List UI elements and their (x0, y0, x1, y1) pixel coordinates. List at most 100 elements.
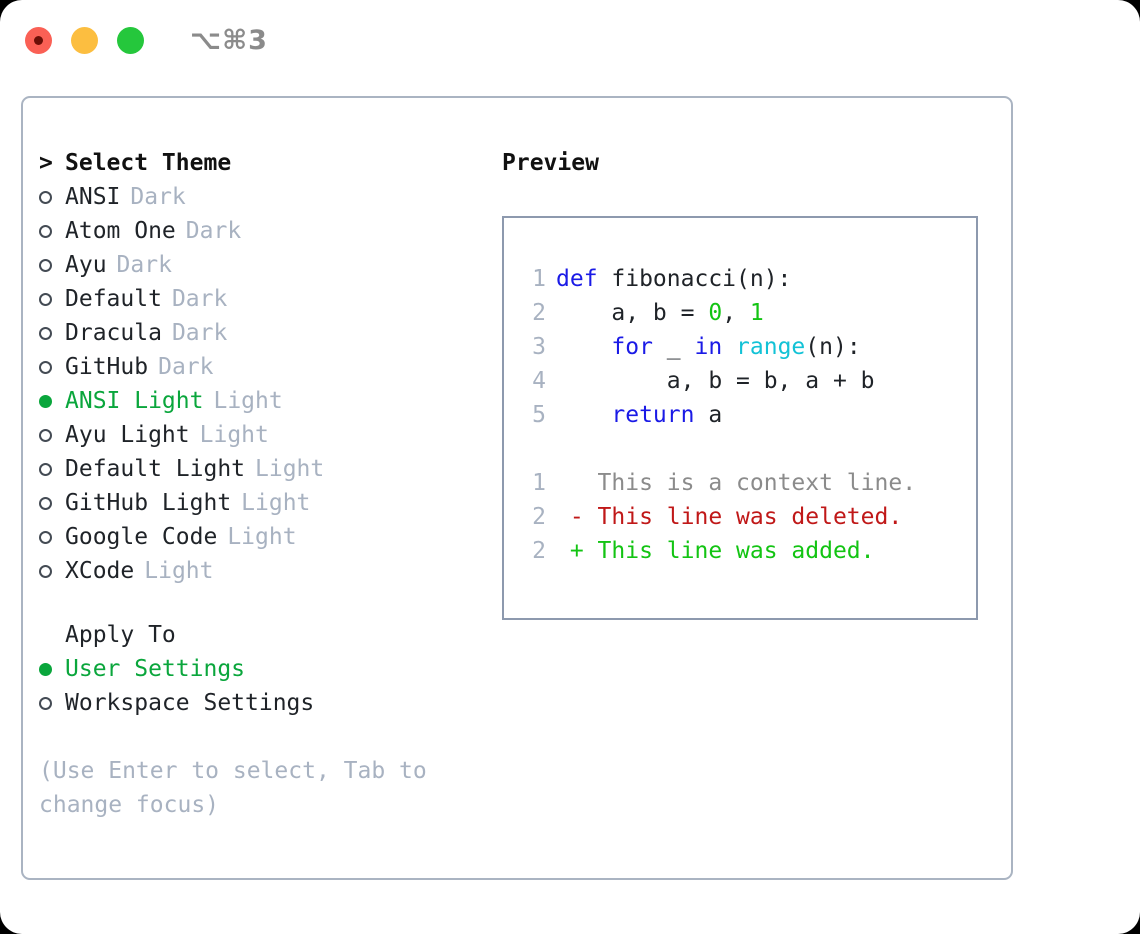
code-token: , (722, 300, 750, 326)
theme-list-item[interactable]: Atom One Dark (39, 214, 491, 248)
theme-kind-badge: Light (213, 388, 283, 414)
line-number: 3 (532, 334, 546, 360)
radio-unselected-icon (39, 292, 65, 306)
apply-to-option[interactable]: Workspace Settings (39, 686, 491, 720)
code-token: a, b = b, a + b (556, 368, 875, 394)
code-token: 0 (708, 300, 723, 326)
close-button[interactable] (25, 26, 52, 54)
radio-unselected-icon (39, 224, 65, 238)
code-token (556, 402, 611, 428)
code-line: 5 return a (518, 398, 976, 432)
radio-selected-icon (39, 662, 65, 676)
theme-list-item[interactable]: ANSI Light Light (39, 384, 491, 418)
diff-line: 2 + This line was added. (518, 534, 976, 568)
theme-name: ANSI Light (65, 388, 204, 414)
radio-unselected-icon (39, 530, 65, 544)
theme-kind-badge: Dark (116, 252, 172, 278)
apply-to-option-label: Workspace Settings (65, 690, 315, 716)
theme-list-item[interactable]: Ayu Light Light (39, 418, 491, 452)
diff-text: This line was deleted. (583, 504, 903, 530)
code-token: return (611, 402, 695, 428)
caret-icon: > (39, 150, 53, 176)
traffic-lights (25, 26, 144, 54)
spacer (518, 432, 976, 466)
theme-list-item[interactable]: XCode Light (39, 554, 491, 588)
radio-unselected-icon (39, 462, 65, 476)
code-token: range (736, 334, 806, 360)
radio-unselected-icon (39, 496, 65, 510)
apply-to-label: Apply To (65, 622, 176, 648)
diff-marker: - (556, 504, 584, 530)
theme-list-item[interactable]: Default Dark (39, 282, 491, 316)
radio-unselected-icon (39, 360, 65, 374)
select-theme-header: >Select Theme (39, 146, 491, 180)
radio-unselected-icon (39, 190, 65, 204)
diff-line: 2 - This line was deleted. (518, 500, 976, 534)
diff-text: This line was added. (583, 538, 875, 564)
minimize-button[interactable] (71, 26, 98, 54)
radio-unselected-icon (39, 428, 65, 442)
line-number: 1 (532, 470, 546, 496)
theme-kind-badge: Light (255, 456, 325, 482)
code-line: 4 a, b = b, a + b (518, 364, 976, 398)
theme-name: Atom One (65, 218, 176, 244)
diff-line: 1 This is a context line. (518, 466, 976, 500)
theme-name: XCode (65, 558, 135, 584)
theme-kind-badge: Light (144, 558, 214, 584)
code-token: in (694, 334, 723, 360)
theme-list-item[interactable]: ANSI Dark (39, 180, 491, 214)
theme-name: GitHub (65, 354, 149, 380)
spacer (39, 720, 491, 754)
theme-name: ANSI (65, 184, 121, 210)
theme-kind-badge: Dark (171, 320, 228, 346)
maximize-button[interactable] (117, 26, 144, 54)
theme-name: Google Code (65, 524, 218, 550)
radio-unselected-icon (39, 326, 65, 340)
code-token: def (556, 266, 598, 292)
radio-unselected-icon (39, 258, 65, 272)
keyboard-hint: (Use Enter to select, Tab to change focu… (39, 758, 427, 818)
apply-to-option[interactable]: User Settings (39, 652, 491, 686)
diff-marker (556, 470, 584, 496)
theme-kind-badge: Dark (171, 286, 228, 312)
theme-name: Dracula (65, 320, 162, 346)
diff-sample: 1 This is a context line.2 - This line w… (518, 466, 976, 568)
code-token: 1 (749, 300, 764, 326)
code-token: (n): (805, 334, 861, 360)
line-number: 1 (532, 266, 546, 292)
apply-to-option-label: User Settings (65, 656, 246, 682)
theme-name: Default (65, 286, 162, 312)
code-token: a (694, 402, 723, 428)
theme-list-item[interactable]: Dracula Dark (39, 316, 491, 350)
preview-title: Preview (502, 150, 599, 176)
code-token (556, 334, 611, 360)
theme-name: Ayu (65, 252, 107, 278)
theme-list-item[interactable]: Ayu Dark (39, 248, 491, 282)
theme-name: Ayu Light (65, 422, 190, 448)
code-token: for (611, 334, 653, 360)
line-number: 4 (532, 368, 546, 394)
radio-unselected-icon (39, 696, 65, 710)
title-bar: ⌥⌘3 (0, 0, 1140, 80)
code-token: _ (652, 334, 695, 360)
theme-kind-badge: Dark (130, 184, 186, 210)
code-token: a, b = (556, 300, 709, 326)
theme-name: GitHub Light (65, 490, 232, 516)
theme-kind-badge: Light (199, 422, 269, 448)
line-number: 2 (532, 504, 546, 530)
theme-kind-badge: Dark (185, 218, 242, 244)
line-number: 5 (532, 402, 546, 428)
line-number: 2 (532, 538, 546, 564)
